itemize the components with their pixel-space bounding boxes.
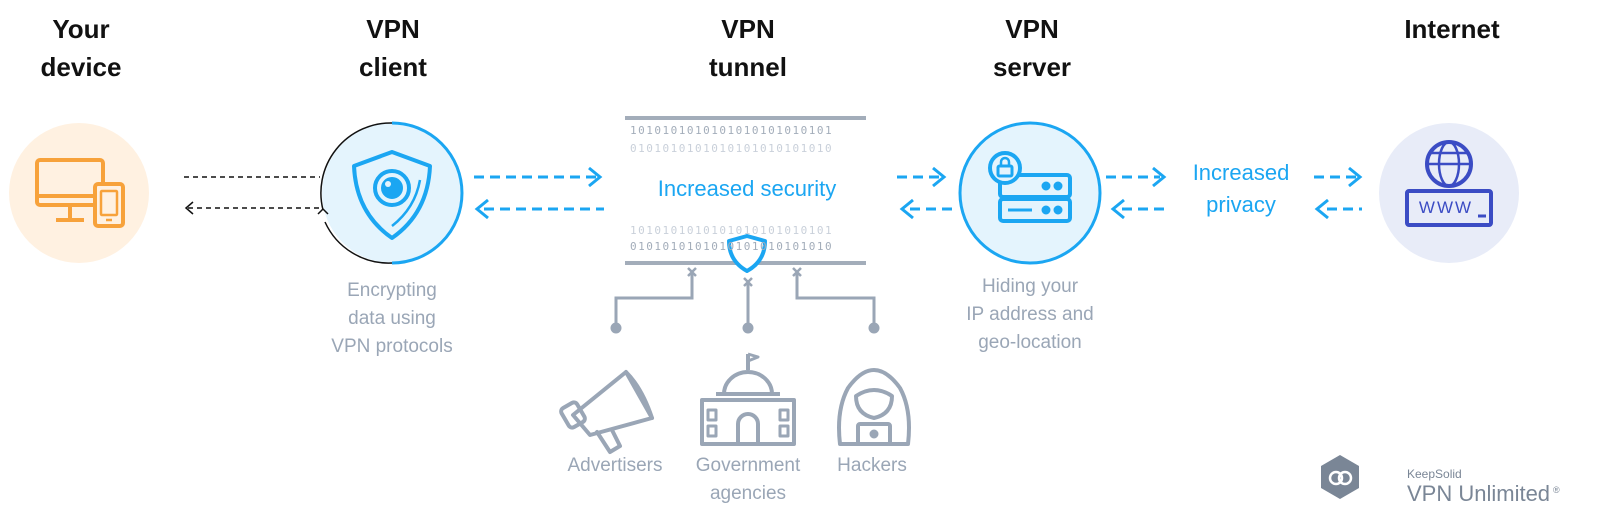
heading-vpn-client: VPN client — [313, 10, 473, 86]
server-caption-line2: IP address and — [966, 304, 1094, 325]
binary-row-3: 1010101010101010101010101 — [630, 224, 834, 237]
brand-product-text: VPN Unlimited — [1407, 481, 1551, 506]
increased-security-label: Increased security — [620, 173, 874, 205]
government-text-line1: Government — [695, 455, 801, 476]
advertisers-text: Advertisers — [567, 455, 663, 476]
binary-row-2: 0101010101010101010101010 — [630, 142, 834, 155]
arrow-to-device-head — [184, 201, 194, 215]
keepsolid-logo-icon — [1321, 455, 1359, 499]
increased-privacy-label: Increased privacy — [1176, 157, 1306, 221]
client-tunnel-arrows — [474, 166, 604, 220]
device-circle — [9, 123, 149, 263]
client-caption-line3: VPN protocols — [331, 336, 453, 357]
server-caption-line3: geo-location — [978, 332, 1082, 353]
server-privacy-arrows — [1106, 166, 1167, 220]
heading-device-line2: device — [40, 52, 122, 82]
heading-device-line1: Your — [52, 14, 110, 44]
device-client-arrows — [184, 176, 320, 215]
heading-server-line1: VPN — [1005, 14, 1059, 44]
brand-registered-mark: ® — [1553, 484, 1560, 495]
internet-node: WWW — [1379, 123, 1519, 263]
government-building-icon — [700, 352, 796, 446]
heading-internet: Internet — [1372, 10, 1532, 48]
vpn-client-node — [317, 121, 464, 265]
heading-client-line2: client — [359, 52, 427, 82]
binary-row-1: 1010101010101010101010101 — [630, 124, 834, 137]
increased-security-text: Increased security — [657, 176, 837, 201]
monitor-phone-icon — [35, 158, 125, 228]
heading-vpn-tunnel: VPN tunnel — [668, 10, 828, 86]
device-node — [9, 123, 149, 263]
www-label: WWW — [1419, 198, 1473, 217]
advertisers-label: Advertisers — [555, 452, 675, 480]
megaphone-icon — [559, 370, 654, 454]
server-circle — [958, 121, 1102, 265]
brand-product: VPN Unlimited® — [1407, 481, 1560, 507]
heading-internet-line1: Internet — [1404, 14, 1500, 44]
government-text-line2: agencies — [709, 483, 787, 504]
privacy-line1: Increased — [1192, 160, 1290, 185]
client-caption-line1: Encrypting — [347, 280, 437, 301]
vpn-server-node — [958, 121, 1102, 265]
tunnel-shield-icon — [727, 234, 767, 273]
heading-tunnel-line2: tunnel — [709, 52, 787, 82]
brand-company: KeepSolid — [1407, 467, 1462, 481]
binary-row-4: 0101010101010101010101010 — [630, 240, 834, 253]
server-caption: Hiding your IP address and geo-location — [940, 273, 1120, 357]
client-caption: Encrypting data using VPN protocols — [302, 277, 482, 361]
tunnel-server-arrows — [897, 166, 955, 220]
heading-tunnel-line1: VPN — [721, 14, 775, 44]
globe-www-icon — [1405, 140, 1493, 227]
threat-connectors — [610, 267, 880, 334]
privacy-internet-arrows — [1314, 166, 1363, 220]
server-caption-line1: Hiding your — [981, 276, 1079, 297]
heading-server-line2: server — [992, 52, 1072, 82]
server-lock-icon — [988, 151, 1072, 223]
hackers-label: Hackers — [820, 452, 924, 480]
government-label: Government agencies — [678, 452, 818, 508]
heading-vpn-server: VPN server — [952, 10, 1112, 86]
privacy-line2: privacy — [1206, 192, 1276, 217]
heading-your-device: Your device — [1, 10, 161, 86]
shield-eye-icon — [352, 150, 432, 240]
heading-client-line1: VPN — [366, 14, 420, 44]
hacker-icon — [837, 368, 911, 446]
client-caption-line2: data using — [348, 308, 436, 329]
tunnel-structure — [625, 116, 866, 273]
hackers-text: Hackers — [837, 455, 907, 476]
